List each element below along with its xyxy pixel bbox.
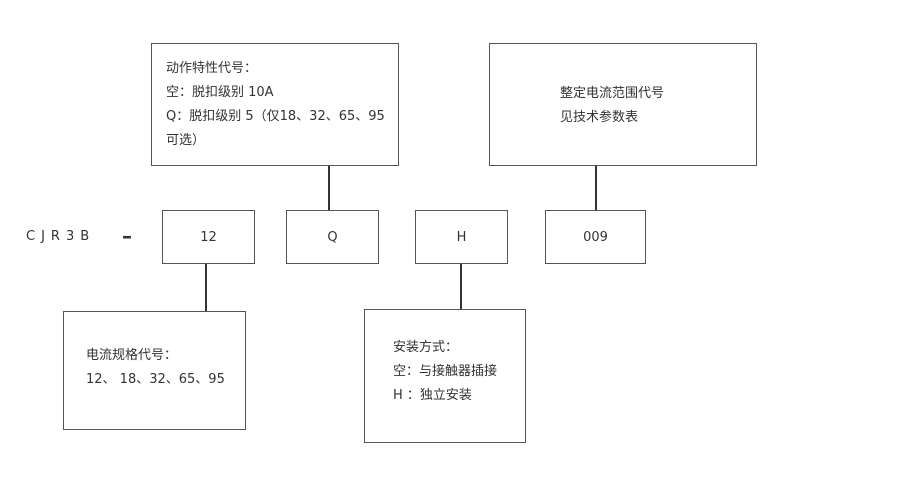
code-rating: 12 [200, 229, 217, 245]
connector-mount [460, 263, 462, 309]
code-box-setting: 009 [545, 210, 646, 264]
setting-line-1: 整定电流范围代号 [560, 86, 665, 101]
action-line-2: 空：脱扣级别 10A [166, 85, 274, 100]
model-prefix: CJR3B [26, 229, 96, 244]
connector-action [328, 165, 330, 210]
action-line-1: 动作特性代号： [166, 61, 258, 76]
code-box-action: Q [286, 210, 379, 264]
action-line-4: 可选） [166, 133, 206, 148]
code-box-mount: H [415, 210, 508, 264]
code-action: Q [327, 229, 338, 245]
connector-rating [205, 263, 207, 312]
mount-line-1: 安装方式： [393, 340, 459, 355]
mount-line-2: 空：与接触器插接 [393, 364, 498, 379]
mount-line-3: H ：独立安装 [393, 388, 472, 403]
code-box-rating: 12 [162, 210, 255, 264]
action-line-3: Q：脱扣级别 5（仅18、32、65、95 [166, 109, 385, 124]
model-separator: – [122, 224, 132, 248]
setting-description-box: 整定电流范围代号 见技术参数表 [489, 43, 757, 166]
setting-line-2: 见技术参数表 [560, 110, 639, 125]
code-mount: H [456, 229, 467, 245]
connector-setting [595, 165, 597, 210]
rating-description-box: 电流规格代号： 12、 18、32、65、95 [63, 311, 246, 430]
mount-description-box: 安装方式： 空：与接触器插接 H ：独立安装 [364, 309, 526, 443]
rating-line-1: 电流规格代号： [86, 348, 178, 363]
rating-line-2: 12、 18、32、65、95 [86, 372, 225, 387]
code-setting: 009 [583, 229, 608, 245]
action-description-box: 动作特性代号： 空：脱扣级别 10A Q：脱扣级别 5（仅18、32、65、95… [151, 43, 399, 166]
